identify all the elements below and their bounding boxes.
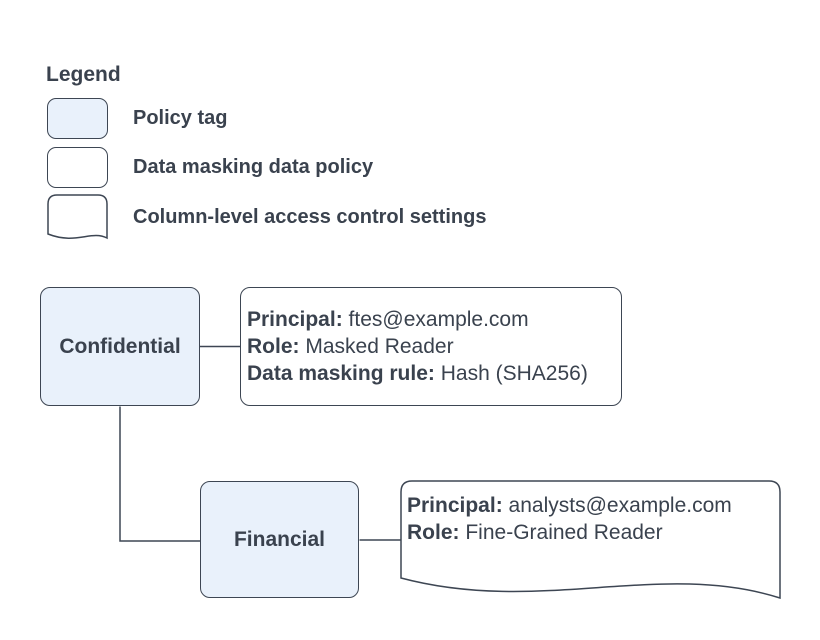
legend-item-column-access-settings: Column-level access control settings (47, 193, 487, 240)
policy-tag-label: Confidential (59, 334, 181, 358)
policy-line-value: Masked Reader (305, 335, 454, 358)
policy-tag-swatch-icon (47, 98, 108, 139)
legend-item-policy-tag: Policy tag (47, 98, 227, 139)
policy-line-value: Fine-Grained Reader (465, 521, 663, 544)
acl-role-line: Role: Fine-Grained Reader (407, 519, 775, 546)
document-swatch-icon (47, 193, 108, 239)
legend-item-label: Data masking data policy (133, 156, 374, 178)
legend-title: Legend (46, 63, 121, 86)
policy-principal-line: Principal: ftes@example.com (247, 306, 621, 333)
policy-masking-rule-line: Data masking rule: Hash (SHA256) (247, 360, 621, 387)
policy-line-value: ftes@example.com (348, 308, 529, 331)
policy-tag-label: Financial (233, 527, 326, 551)
legend-item-label: Column-level access control settings (133, 205, 487, 228)
policy-line-label: Role: (407, 521, 460, 544)
policy-line-label: Principal: (247, 308, 343, 331)
policy-line-value: analysts@example.com (508, 494, 732, 517)
column-access-settings-node: Principal: analysts@example.com Role: Fi… (407, 492, 775, 546)
connector-confidential-to-financial (119, 406, 200, 542)
policy-line-value: Hash (SHA256) (440, 362, 588, 385)
legend-item-label: Policy tag (133, 107, 228, 129)
policy-line-label: Principal: (407, 494, 503, 517)
data-masking-policy-node: Principal: ftes@example.com Role: Masked… (240, 287, 622, 406)
policy-tag-node-confidential: Confidential (40, 287, 200, 406)
acl-principal-line: Principal: analysts@example.com (407, 492, 775, 519)
policy-tag-node-financial: Financial (200, 481, 359, 598)
policy-line-label: Role: (247, 335, 300, 358)
document-swatch-shape (47, 193, 108, 239)
policy-line-label: Data masking rule: (247, 362, 435, 385)
legend-item-data-masking-policy: Data masking data policy (47, 147, 373, 188)
data-masking-policy-swatch-icon (47, 147, 108, 188)
policy-role-line: Role: Masked Reader (247, 333, 621, 360)
